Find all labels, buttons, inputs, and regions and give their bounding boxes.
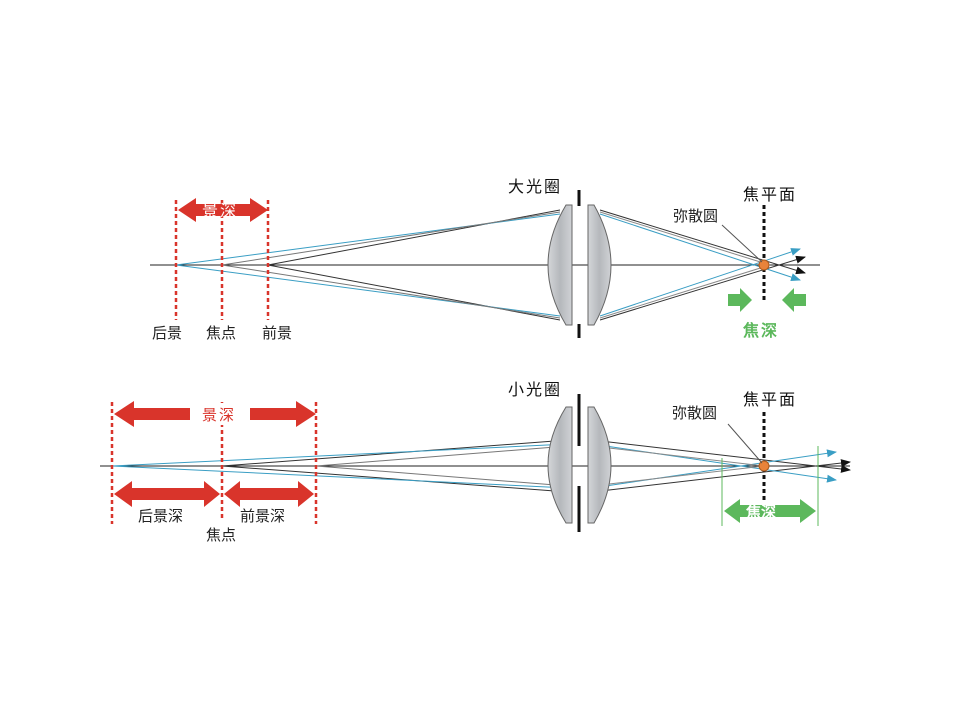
- focal-plane-label-2: 焦平面: [743, 390, 797, 409]
- dof-arrow-2: [114, 401, 316, 427]
- dof-label: 景深: [202, 201, 238, 220]
- front-dof-label: 前景深: [240, 507, 285, 525]
- top-diagram: 大光圈 焦平面 弥散圆 景深 后景 焦点 前景 焦深: [150, 177, 820, 342]
- back-dof-arrow: [114, 481, 220, 507]
- aperture-label-2: 小光圈: [508, 380, 562, 399]
- object-rays-2: [111, 439, 569, 493]
- focus-label-2: 焦点: [206, 526, 236, 544]
- focus-depth-arrows: [728, 288, 806, 312]
- front-dof-arrow: [224, 481, 314, 507]
- lens-2: [547, 406, 612, 524]
- dof-arrow: [178, 198, 268, 222]
- callout-line: [721, 224, 763, 263]
- back-label: 后景: [152, 324, 182, 342]
- image-rays-2: [591, 439, 851, 493]
- dof-label-2: 景深: [202, 406, 236, 424]
- circle-of-confusion: [758, 259, 770, 271]
- front-label: 前景: [262, 324, 292, 342]
- circle-of-confusion-2: [758, 460, 770, 472]
- focus-depth-label: 焦深: [742, 321, 779, 340]
- circle-label: 弥散圆: [673, 207, 718, 225]
- circle-label-2: 弥散圆: [672, 404, 717, 422]
- focus-depth-label-2: 焦深: [745, 503, 776, 521]
- lens: [547, 204, 612, 326]
- focus-depth-marks-2: [721, 446, 819, 526]
- dof-marks: [174, 200, 270, 320]
- bottom-diagram: 小光圈 焦平面 弥散圆 景深 后景深 前景深 焦点: [100, 380, 851, 544]
- callout-line-2: [727, 423, 763, 464]
- focus-label: 焦点: [206, 324, 236, 342]
- dof-marks-2: [110, 402, 318, 524]
- object-rays: [175, 209, 561, 321]
- focal-plane-label: 焦平面: [743, 185, 797, 204]
- aperture-label: 大光圈: [508, 177, 562, 196]
- back-dof-label: 后景深: [138, 507, 183, 525]
